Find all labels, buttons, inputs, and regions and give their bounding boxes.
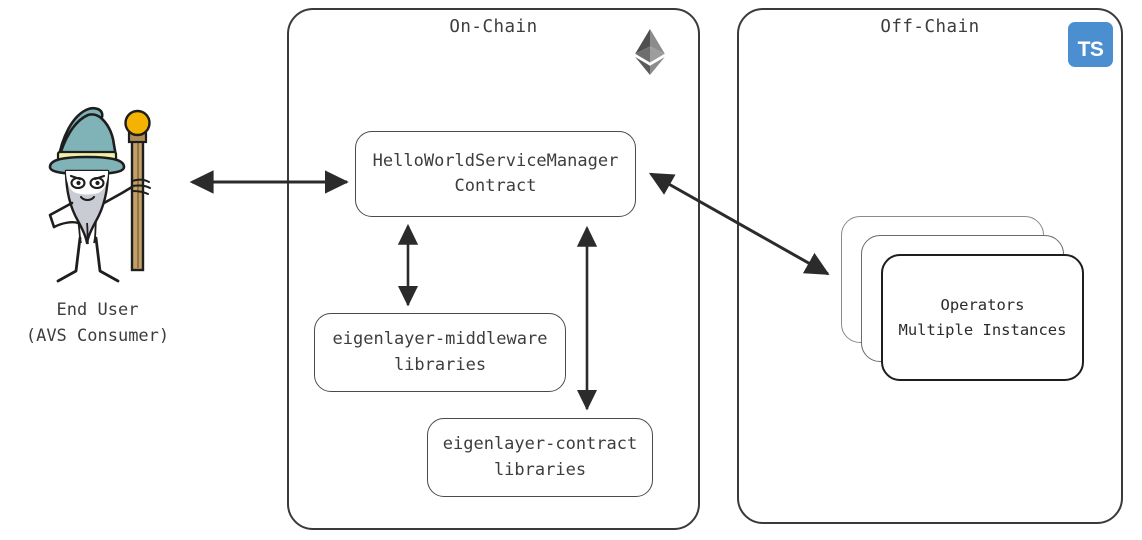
node-middleware-label: eigenlayer-middleware libraries <box>332 329 548 375</box>
node-operators[interactable]: Operators Multiple Instances <box>881 254 1084 381</box>
node-operators-label: Operators Multiple Instances <box>898 296 1067 339</box>
end-user-caption: End User (AVS Consumer) <box>25 300 170 347</box>
typescript-logo: TS <box>1068 22 1113 67</box>
end-user-wizard-icon <box>48 106 151 283</box>
panel-on-chain-title: On-Chain <box>449 17 538 37</box>
node-eigenlayer-middleware-libraries[interactable]: eigenlayer-middleware libraries <box>314 313 566 392</box>
node-service-manager-label: HelloWorldServiceManager Contract <box>372 150 619 197</box>
node-eigenlayer-contract-libraries[interactable]: eigenlayer-contract libraries <box>427 418 653 497</box>
ethereum-logo <box>635 29 665 75</box>
node-service-manager-contract[interactable]: HelloWorldServiceManager Contract <box>355 131 636 217</box>
panel-off-chain-title: Off-Chain <box>880 17 980 37</box>
node-contract-libs-label: eigenlayer-contract libraries <box>442 434 638 480</box>
